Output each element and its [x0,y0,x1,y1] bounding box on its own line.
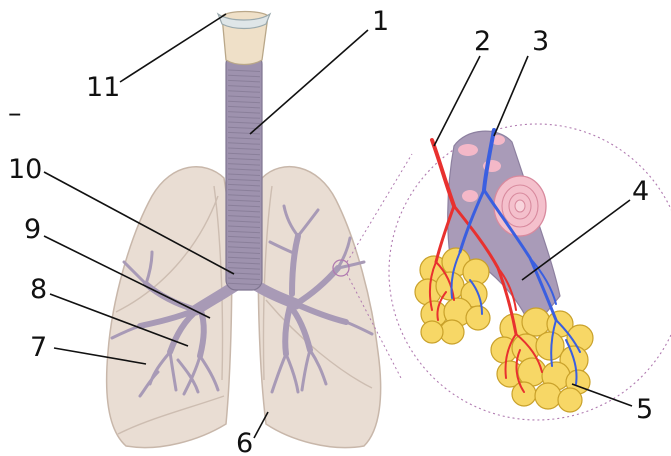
label-9: 9 [24,214,41,245]
left-lung [258,167,381,448]
label-3: 3 [532,26,549,57]
leader-line-1 [250,30,368,134]
alveolus [421,321,443,343]
label-5: 5 [636,394,653,425]
magnification-line-top [347,154,412,262]
stray-dash: – [8,98,22,129]
bronchiole-cut-end [494,176,546,236]
alveolus [536,332,564,360]
alveolus [512,382,536,406]
label-6: 6 [236,428,253,456]
label-1: 1 [372,6,389,37]
alveolus [466,306,490,330]
label-10: 10 [8,154,42,185]
label-7: 7 [30,332,47,363]
trachea-tube [226,54,262,290]
label-4: 4 [632,176,649,207]
alveolus [558,388,582,412]
trachea [226,54,262,290]
alveolus [440,320,464,344]
leader-line-3 [494,56,528,136]
alveolus [522,308,550,336]
label-2: 2 [474,26,491,57]
label-8: 8 [30,274,47,305]
label-11: 11 [86,72,120,103]
alveolus [535,383,561,409]
larynx [218,12,270,65]
leader-line-6 [254,412,268,438]
leader-line-11 [120,14,226,82]
alveolar-detail [415,130,593,412]
